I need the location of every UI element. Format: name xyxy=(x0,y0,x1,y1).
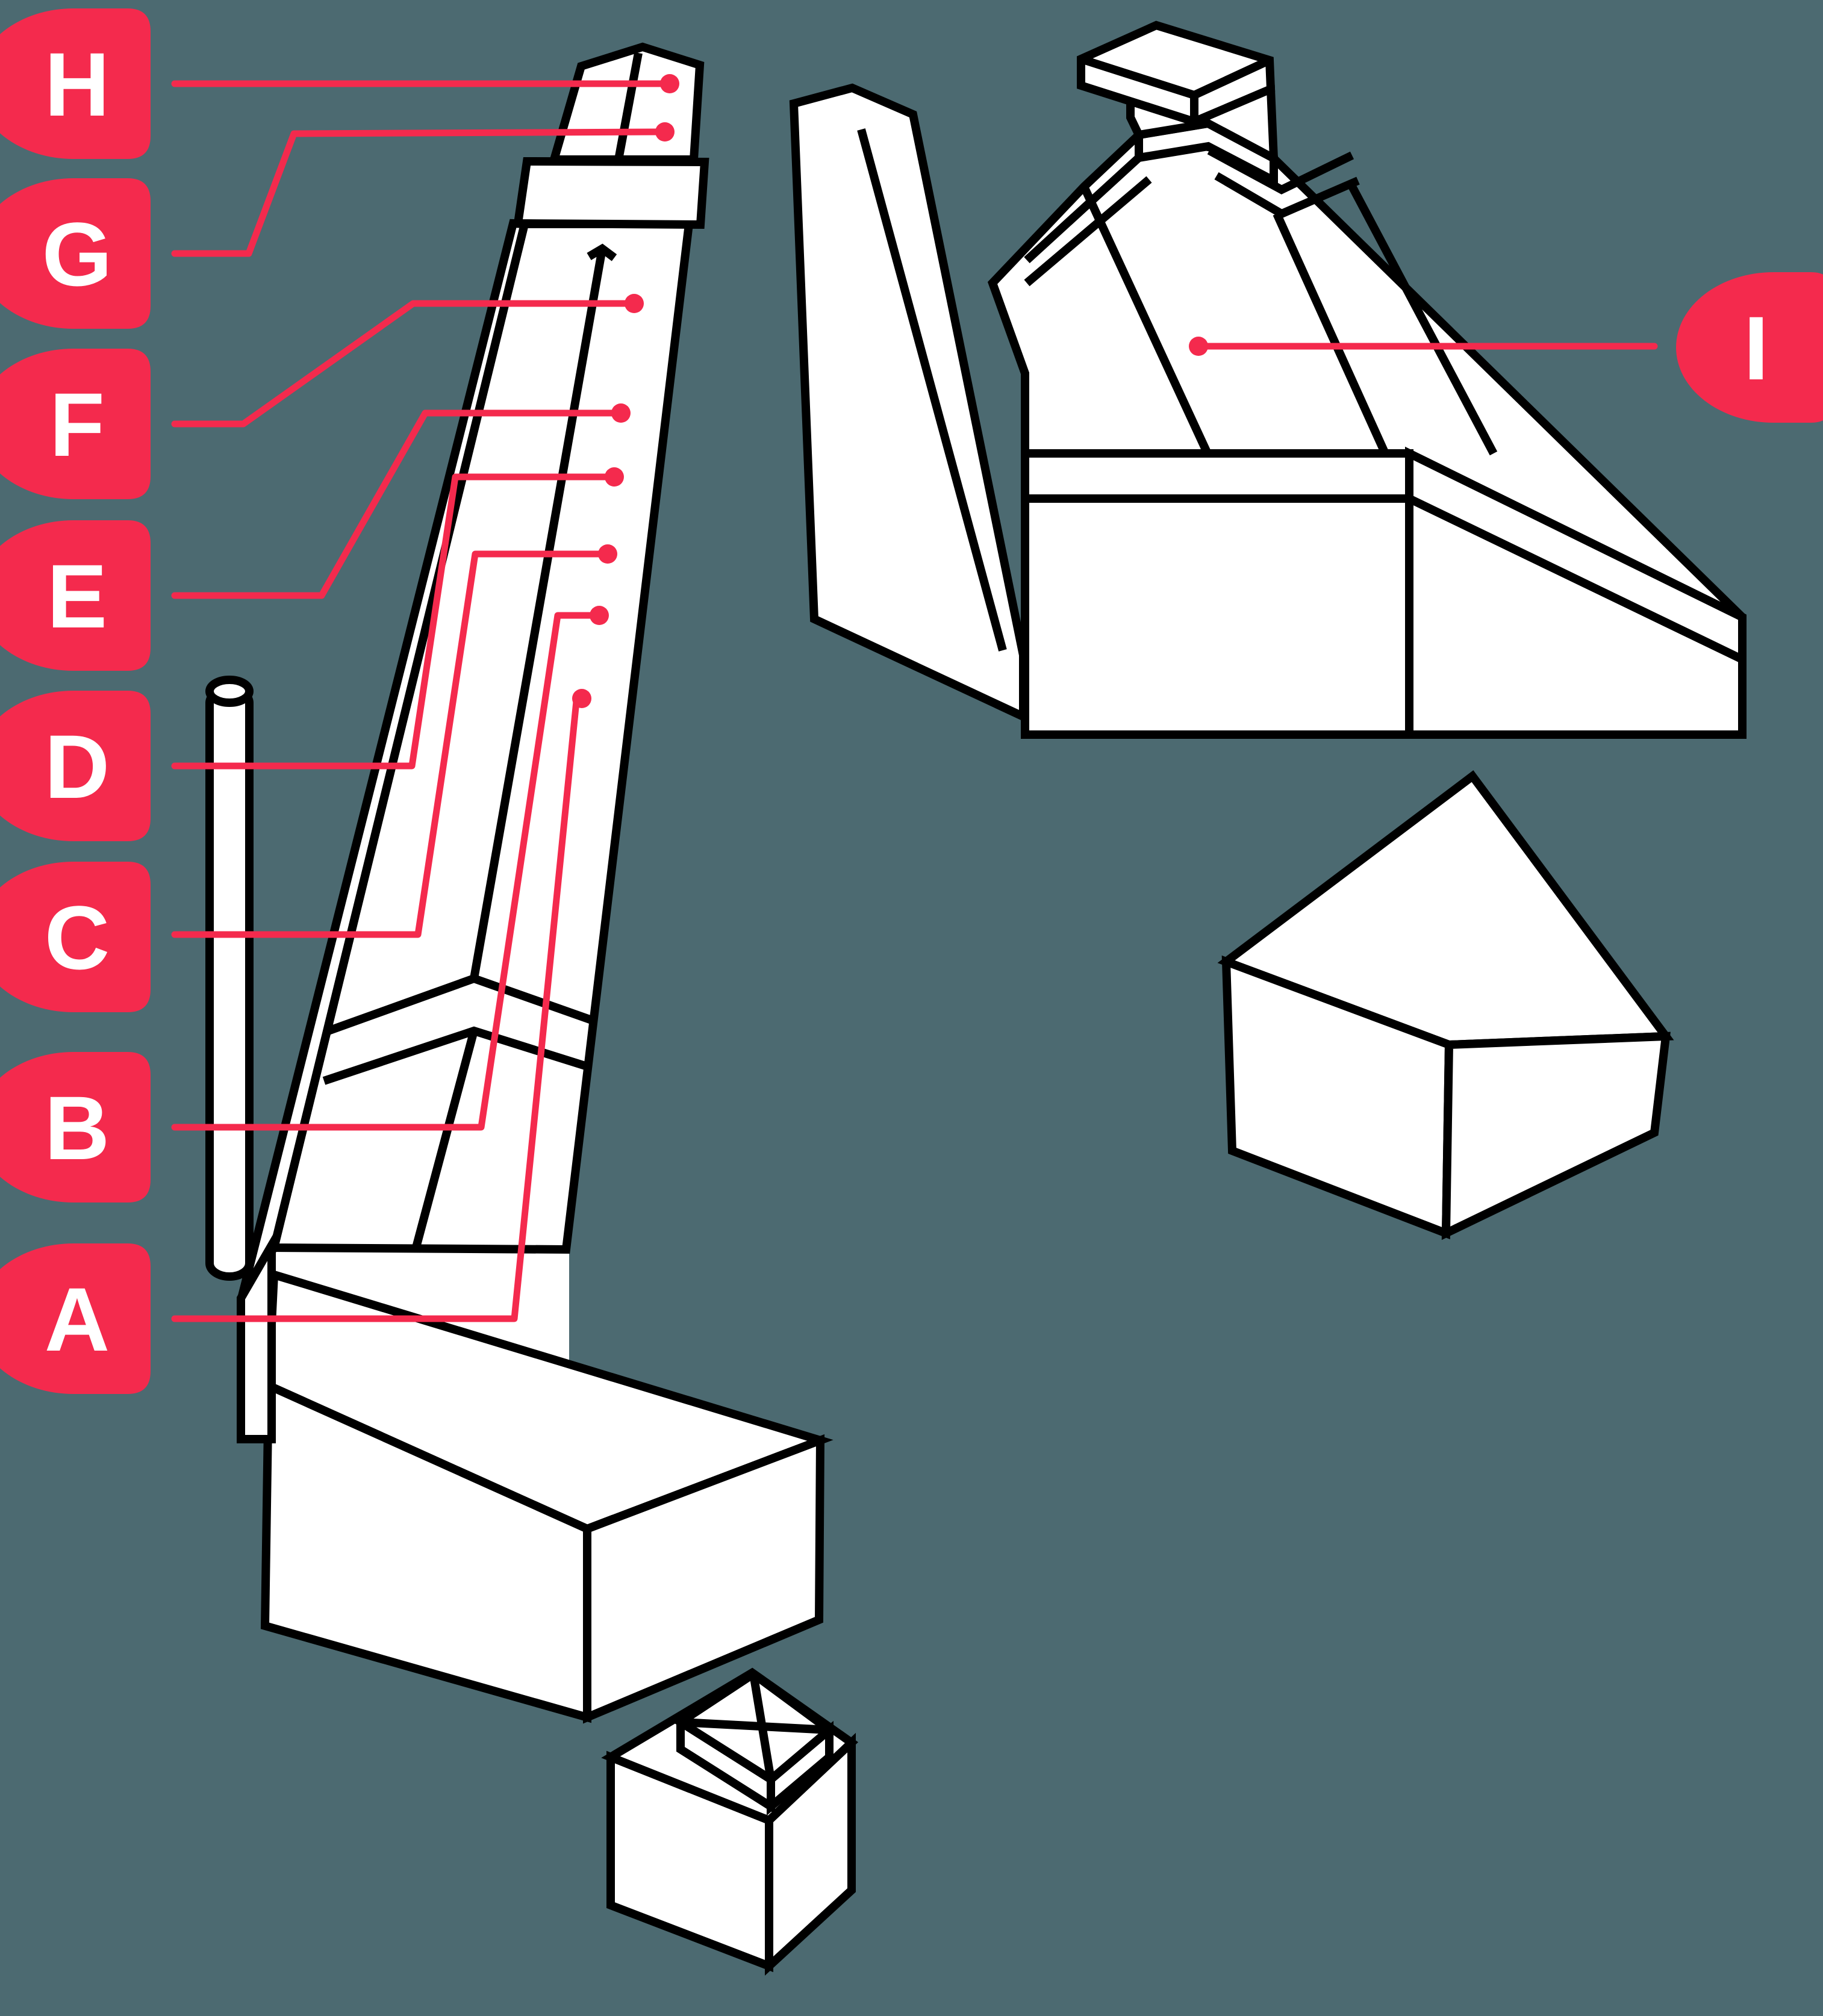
label-a[interactable]: A xyxy=(0,1243,151,1394)
leader-line-g xyxy=(171,128,660,257)
label-i[interactable]: I xyxy=(1676,272,1823,423)
label-d[interactable]: D xyxy=(0,691,151,841)
chimney-stack xyxy=(237,42,709,1443)
rod-top-rim xyxy=(205,676,254,707)
label-c[interactable]: C xyxy=(0,862,151,1012)
right-block-right-face xyxy=(1441,1031,1671,1240)
hearth-block xyxy=(260,1246,834,1724)
label-h[interactable]: H xyxy=(0,8,151,159)
label-bubble-i[interactable] xyxy=(1676,272,1823,423)
flue-divider xyxy=(614,52,643,161)
label-bubble-g[interactable] xyxy=(0,178,151,329)
stack-shoulder-upper xyxy=(326,974,595,1035)
stack-corner-lower xyxy=(411,1030,478,1251)
label-bubble-f[interactable] xyxy=(0,349,151,499)
roof-valley-left-1 xyxy=(1024,153,1143,264)
label-bubble-d[interactable] xyxy=(0,691,151,841)
label-letter-i: I xyxy=(1744,297,1769,399)
leader-dot-d xyxy=(605,467,624,487)
rod-body xyxy=(205,685,254,1281)
chimney-cap xyxy=(1077,20,1276,126)
leader-line-e xyxy=(171,409,616,599)
roof-right-fascia xyxy=(1405,446,1747,667)
label-f[interactable]: F xyxy=(0,349,151,499)
leader-lines xyxy=(171,74,1658,1322)
leader-line-d xyxy=(171,473,609,770)
right-block xyxy=(1217,770,1674,1240)
leader-dot-g xyxy=(655,122,675,142)
roof-seam-left xyxy=(1080,185,1212,455)
label-letter-c: C xyxy=(45,887,110,988)
label-bubble-e[interactable] xyxy=(0,520,151,671)
leader-dot-e xyxy=(611,403,631,423)
leader-dot-a xyxy=(572,689,591,708)
label-letter-h: H xyxy=(45,34,110,135)
roof-assembly xyxy=(789,20,1747,739)
chimney-crown xyxy=(513,157,709,229)
roof-seam-right xyxy=(1345,178,1498,456)
damper-x-line-2 xyxy=(680,1718,830,1734)
leader-dot-b xyxy=(590,606,609,625)
leader-dot-c xyxy=(598,544,617,564)
stack-corner-apex xyxy=(587,243,617,261)
cricket-valley-lower xyxy=(1214,172,1360,219)
stack-base-sliver xyxy=(237,1229,276,1443)
label-g[interactable]: G xyxy=(0,178,151,329)
roof-valley-left-2 xyxy=(1024,176,1152,287)
label-bubble-h[interactable] xyxy=(0,8,151,159)
leader-line-f xyxy=(171,300,629,428)
leader-line-b xyxy=(171,612,594,1131)
roof-seam-mid xyxy=(1273,212,1389,455)
label-e[interactable]: E xyxy=(0,520,151,671)
rebar-rod xyxy=(205,676,254,1281)
label-letter-f: F xyxy=(49,374,105,475)
label-bubbles: H G F E D C B A xyxy=(0,8,1823,1394)
label-bubble-b[interactable] xyxy=(0,1052,151,1202)
label-letter-a: A xyxy=(45,1269,110,1370)
damper-block xyxy=(601,1667,859,1976)
label-letter-d: D xyxy=(45,716,110,817)
hearth-right-face xyxy=(583,1434,825,1724)
label-bubble-a[interactable] xyxy=(0,1243,151,1394)
leader-dot-i xyxy=(1189,337,1208,356)
roof-side-panel xyxy=(789,83,1027,723)
roof-side-panel-seam xyxy=(857,128,1007,652)
leader-line-c xyxy=(171,550,603,938)
leader-dot-f xyxy=(625,294,644,313)
label-b[interactable]: B xyxy=(0,1052,151,1202)
label-letter-b: B xyxy=(45,1077,110,1178)
stack-corner-upper xyxy=(470,247,606,980)
label-letter-g: G xyxy=(42,204,113,305)
label-letter-e: E xyxy=(47,546,107,647)
label-bubble-c[interactable] xyxy=(0,862,151,1012)
leader-dot-h xyxy=(660,74,679,93)
